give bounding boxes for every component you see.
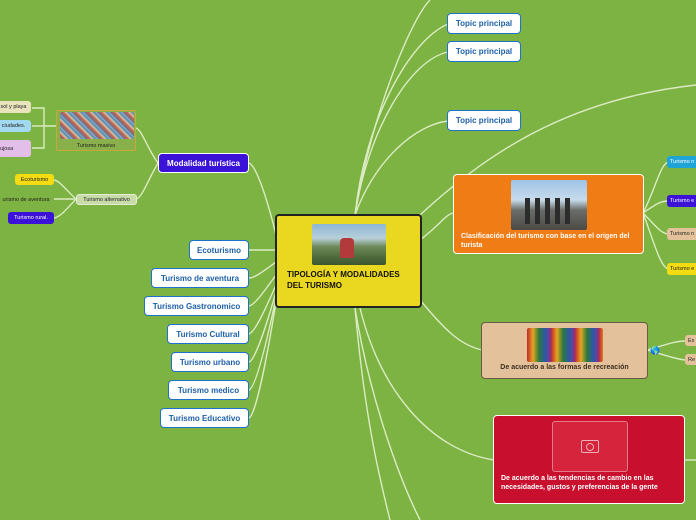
child-label: Turismo rural.	[14, 215, 48, 221]
item-label: Turismo Cultural	[176, 330, 239, 339]
turismo-aventura-sub-node[interactable]: urismo de aventura	[0, 194, 54, 205]
central-title: TIPOLOGÍA Y MODALIDADES DEL TURISMO	[287, 269, 407, 291]
topic-principal-3[interactable]: Topic principal	[447, 110, 521, 131]
turismo-urbano-node[interactable]: Turismo urbano	[171, 352, 249, 372]
turismo-medico-node[interactable]: Turismo medico	[168, 380, 249, 400]
item-label: Turismo medico	[178, 386, 239, 395]
ex-node[interactable]: Ex	[685, 335, 696, 346]
globe-icon: 🌎	[650, 346, 660, 355]
child-label: Turismo n	[670, 159, 694, 165]
item-label: Ecoturismo	[197, 246, 241, 255]
child-label: urismo de aventura	[2, 197, 49, 203]
item-label: Turismo urbano	[180, 358, 240, 367]
ujosa-node[interactable]: ujosa	[0, 140, 31, 157]
child-label: Turismo e	[670, 266, 694, 272]
ecoturismo-node[interactable]: Ecoturismo	[189, 240, 249, 260]
ciudades-node[interactable]: ciudades.	[0, 120, 31, 132]
child-label: ujosa	[0, 146, 13, 152]
sol-y-playa-node[interactable]: sol y playa	[0, 101, 31, 113]
child-label: Ex	[688, 338, 694, 344]
topic-principal-2[interactable]: Topic principal	[447, 41, 521, 62]
re-node[interactable]: Re	[685, 354, 696, 365]
child-label: Ecoturismo	[21, 177, 49, 183]
item-label: Turismo de aventura	[161, 274, 239, 283]
colorful-collage-photo	[527, 328, 603, 362]
turismo-alternativo-node[interactable]: Turismo alternativo	[76, 194, 137, 205]
topic-label: Topic principal	[456, 116, 512, 125]
crowded-beach-photo	[60, 112, 134, 139]
child-label: Turismo e	[670, 198, 694, 204]
group-of-hikers-photo	[511, 180, 587, 230]
clasificacion-label: Clasificación del turismo con base en el…	[461, 232, 637, 250]
turismo-cultural-node[interactable]: Turismo Cultural	[167, 324, 249, 344]
alternativo-label: Turismo alternativo	[83, 197, 130, 203]
turismo-aventura-node[interactable]: Turismo de aventura	[151, 268, 249, 288]
turismo-rural-node[interactable]: Turismo rural.	[8, 212, 54, 224]
turismo-e-1-node[interactable]: Turismo e	[667, 195, 696, 207]
camera-icon	[581, 440, 599, 453]
topic-label: Topic principal	[456, 47, 512, 56]
modalidad-turistica-node[interactable]: Modalidad turística	[158, 153, 249, 173]
central-topic[interactable]: TIPOLOGÍA Y MODALIDADES DEL TURISMO	[275, 214, 422, 308]
tendencias-node[interactable]: De acuerdo a las tendencias de cambio en…	[493, 415, 685, 504]
turismo-e-2-node[interactable]: Turismo e	[667, 263, 696, 275]
turismo-masivo-node[interactable]: Turismo masivo	[56, 110, 136, 151]
item-label: Turismo Gastronomico	[153, 302, 240, 311]
turismo-gastronomico-node[interactable]: Turismo Gastronomico	[144, 296, 249, 316]
child-label: Re	[688, 357, 695, 363]
tendencias-label: De acuerdo a las tendencias de cambio en…	[501, 474, 681, 492]
child-label: ciudades.	[2, 123, 26, 129]
child-label: sol y playa	[1, 104, 27, 110]
topic-principal-1[interactable]: Topic principal	[447, 13, 521, 34]
turismo-n-1-node[interactable]: Turismo n	[667, 156, 696, 168]
child-label: Turismo n	[670, 231, 694, 237]
turismo-educativo-node[interactable]: Turismo Educativo	[160, 408, 249, 428]
clasificacion-node[interactable]: Clasificación del turismo con base en el…	[453, 174, 644, 254]
recreacion-node[interactable]: De acuerdo a las formas de recreación	[481, 322, 648, 379]
camera-placeholder	[552, 421, 628, 472]
turismo-n-2-node[interactable]: Turismo n	[667, 228, 696, 240]
modalidad-label: Modalidad turística	[167, 159, 240, 168]
topic-label: Topic principal	[456, 19, 512, 28]
item-label: Turismo Educativo	[169, 414, 240, 423]
ecoturismo-sub-node[interactable]: Ecoturismo	[15, 174, 54, 185]
mountain-hiker-photo	[312, 224, 386, 265]
recreacion-label: De acuerdo a las formas de recreación	[482, 364, 647, 371]
masivo-label: Turismo masivo	[57, 143, 135, 149]
